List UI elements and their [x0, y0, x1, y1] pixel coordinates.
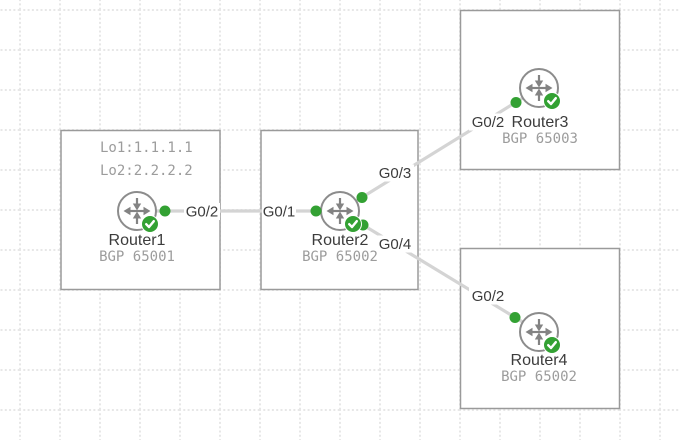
node-sublabel-router2: BGP 65002	[302, 249, 378, 265]
loopback-annotation: Lo1:1.1.1.1	[100, 140, 193, 156]
interface-up-dot	[310, 205, 322, 217]
node-label-router2: Router2	[312, 232, 369, 249]
interface-label-router3-g02: G0/2	[472, 114, 505, 131]
status-ok-icon-router2 check-circle-icon	[343, 214, 363, 234]
node-sublabel-router1: BGP 65001	[99, 249, 175, 265]
interface-label-plate	[262, 203, 296, 220]
interface-label-router4-g02: G0/2	[472, 288, 505, 305]
node-sublabel-router4: BGP 65002	[501, 369, 577, 385]
status-ok-icon-router4 check-circle-icon	[542, 335, 562, 355]
status-ok-icon-router3 check-circle-icon	[542, 91, 562, 111]
interface-up-dot	[159, 205, 171, 217]
node-label-router3: Router3	[512, 114, 569, 131]
interface-label-router1-g02: G0/2	[186, 204, 219, 221]
node-label-router4: Router4	[511, 352, 568, 369]
link-router2-router3[interactable]	[338, 86, 541, 213]
interface-label-plate	[376, 164, 414, 182]
interface-up-dot	[510, 97, 522, 108]
loopback-annotation: Lo2:2.2.2.2	[100, 163, 193, 179]
link-router2-router4[interactable]	[338, 209, 541, 334]
interface-label-router2-g03: G0/3	[379, 165, 412, 182]
status-ok-icon-router1 check-circle-icon	[140, 214, 160, 234]
node-sublabel-router3: BGP 65003	[502, 131, 578, 147]
node-label-router1: Router1	[109, 232, 166, 249]
interface-label-plate	[184, 203, 220, 220]
interface-label-plate	[469, 287, 507, 305]
interface-label-plate	[376, 235, 414, 253]
interface-label-plate	[469, 113, 507, 131]
interface-up-dot	[509, 312, 521, 323]
interface-label-router2-g01: G0/1	[263, 204, 296, 221]
interface-label-router2-g04: G0/4	[379, 236, 412, 253]
interface-up-dot	[356, 192, 368, 203]
